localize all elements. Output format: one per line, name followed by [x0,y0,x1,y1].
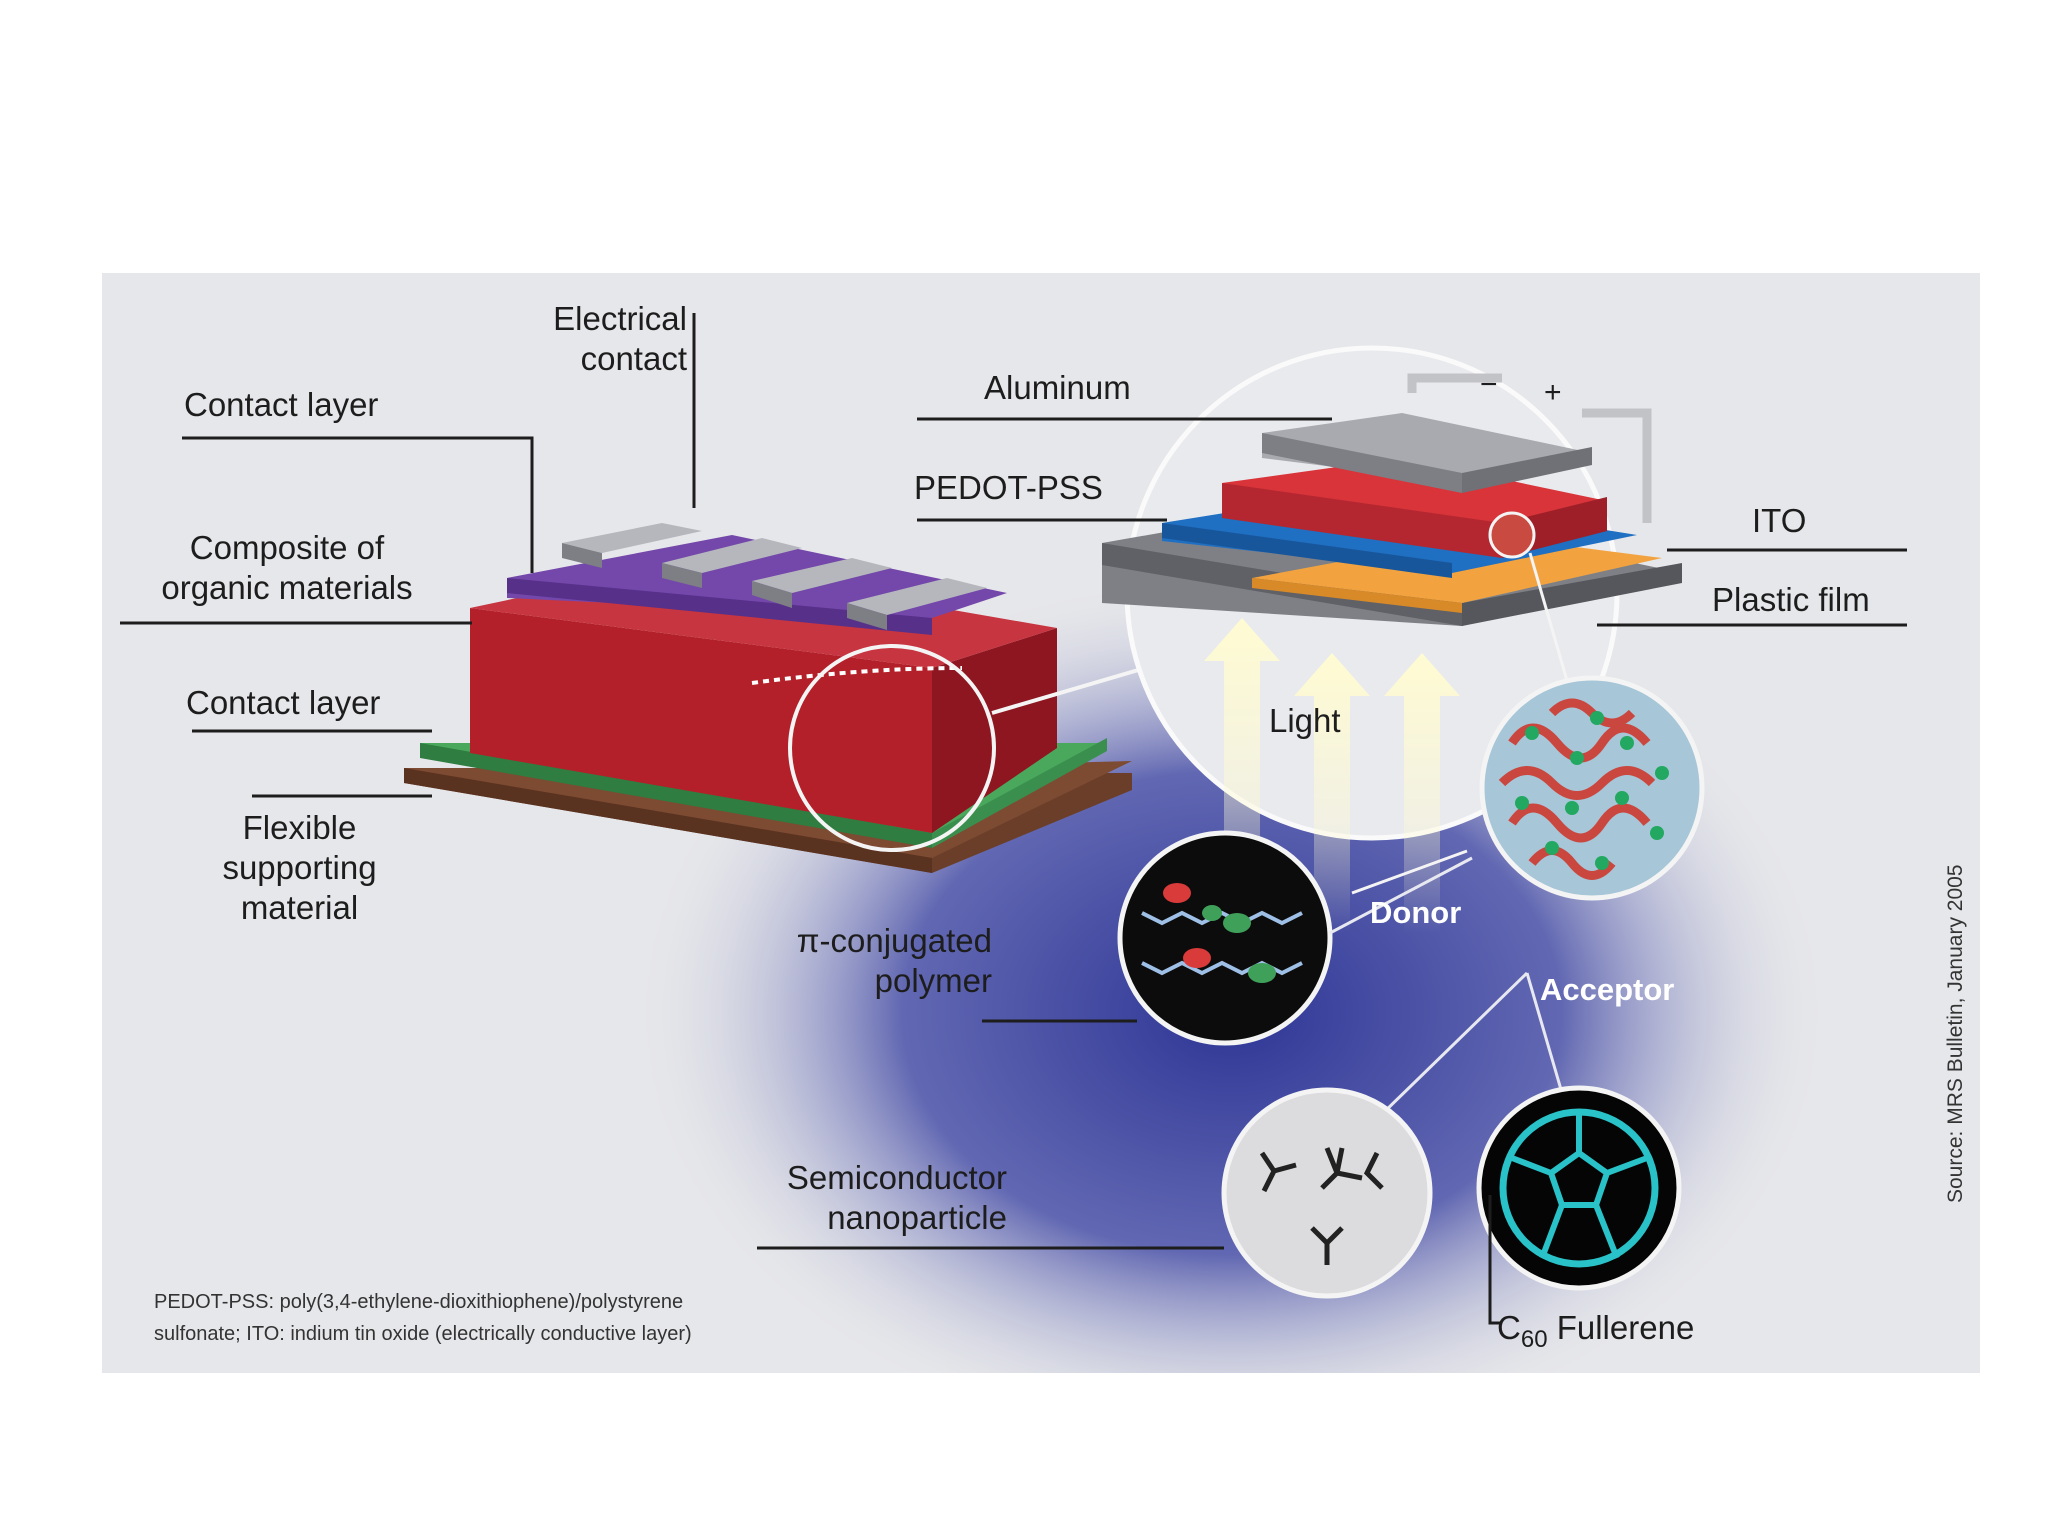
label-contact-layer-top: Contact layer [184,386,379,423]
label-composite: Composite of organic materials [161,529,413,606]
label-pedot-pss: PEDOT-PSS [914,469,1103,506]
leader-lines [120,313,1907,1325]
label-electrical-contact: Electrical contact [553,300,687,377]
label-light: Light [1269,702,1341,739]
label-pi-conjugated-polymer: π-conjugated polymer [796,922,992,999]
label-c60-fullerene: C60 Fullerene [1497,1309,1695,1353]
label-ito: ITO [1752,502,1807,539]
label-donor: Donor [1370,895,1462,930]
blend-circle [1479,675,1705,901]
left-device-stack [404,523,1132,873]
polymer-circle [1117,830,1473,1046]
light-arrows [1204,618,1460,933]
plus-sign: + [1544,376,1562,409]
right-device-stack [1102,373,1682,626]
source-credit: Source: MRS Bulletin, January 2005 [1944,864,1967,1203]
label-flexible-support: Flexible supporting material [222,809,377,926]
label-aluminum: Aluminum [984,369,1131,406]
label-plastic-film: Plastic film [1712,581,1870,618]
fullerene-circle [1476,1085,1682,1291]
label-semiconductor-nanoparticle: Semiconductor nanoparticle [786,1159,1007,1236]
footnote: PEDOT-PSS: poly(3,4-ethylene-dioxithioph… [154,1291,692,1345]
label-contact-layer-bottom: Contact layer [186,684,381,721]
solar-cell-diagram: Electrical contact Contact layer Composi… [102,273,1980,1373]
minus-sign: − [1480,368,1498,401]
left-magnifier [788,644,996,852]
diagram-graphics [120,313,1907,1373]
nanoparticle-circle [1221,1087,1433,1299]
label-acceptor: Acceptor [1540,972,1675,1007]
